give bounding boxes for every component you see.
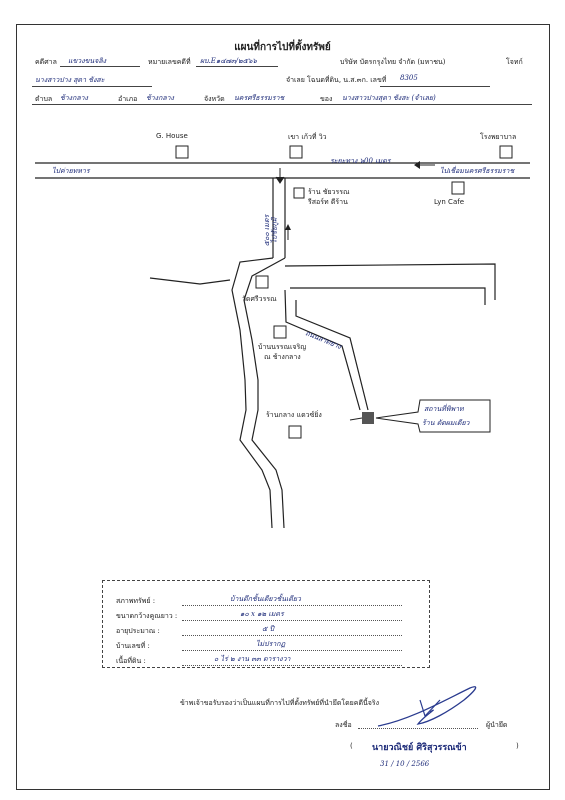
status-value: บ้านตึกชั้นเดียวชั้นเดียว (230, 595, 301, 603)
area-line (182, 665, 402, 666)
plaintiff-name: บริษัท บัตรกรุงไทย จำกัด (มหาชน) (340, 58, 446, 66)
cafe-marker (451, 181, 465, 195)
court-underline (60, 66, 140, 67)
paren-open: ( (350, 742, 353, 750)
status-label: สภาพทรัพย์ : (116, 597, 156, 605)
size-value: ๑๐ x ๑๒ เมตร (240, 610, 284, 618)
owner-value: นางสาวปางสุดา ชังสะ (จำเลย) (342, 94, 436, 102)
seize-label: ผู้นำยึด (486, 721, 508, 729)
age-value: ๕ ปี (262, 625, 274, 633)
size-label: ขนาดกว้างคูณยาว : (116, 612, 178, 620)
temple-marker (255, 275, 269, 289)
callout-box (375, 399, 491, 433)
market-marker (288, 425, 302, 439)
main-road-label: ไปค่ายทหาร (52, 167, 90, 175)
court-value: แขวงขนจลิง (68, 57, 107, 65)
tambon-value: ช้างกลาง (60, 94, 88, 102)
page-title: แผนที่การไปที่ตั้งทรัพย์ (234, 42, 331, 53)
province-label: จังหวัด (204, 95, 225, 103)
tambon-label: ตำบล (35, 95, 53, 103)
distance-label: ระยะทาง ๖00 เมตร (330, 157, 391, 165)
cafe-label: Lyn Cafe (434, 198, 465, 206)
status-line (182, 605, 402, 606)
shop-marker (293, 187, 305, 199)
defendant-value: นางสาวปาง สุดา ชังสะ (35, 76, 105, 84)
soi-edge-2 (295, 300, 369, 411)
west-spur (149, 277, 231, 285)
amphoe-label: อำเภอ (118, 95, 138, 103)
age-line (182, 635, 402, 636)
house-no-label: บ้านเลขที่ : (116, 642, 150, 650)
house-owner-label-2: ณ ช้างกลาง (264, 353, 301, 361)
shop-label: ร้าน ชัยวรรณ (308, 188, 350, 196)
hospital-marker (499, 145, 513, 159)
house-owner-marker (273, 325, 287, 339)
deed-label: จำเลย โฉนดที่ดิน, น.ส.๓ก. เลขที่ (286, 76, 387, 84)
market-label: ร้านกลาง แดวซ์ยิ่ง (266, 411, 322, 419)
case-underline (196, 66, 278, 67)
area-value: ๐ ไร่ ๒ งาน ๓๓ ตารางวา (214, 655, 291, 663)
to-nakhon-label: ไปเชื่อมนครศรีธรรมราช (440, 167, 515, 175)
shop2-label: รีสอร์ท ดีร้าน (308, 198, 348, 206)
g-house-marker (175, 145, 189, 159)
property-details-box (102, 580, 430, 668)
target-label-2: ร้าน ตัดผมเดียว (422, 419, 470, 427)
header-bottom-line (32, 104, 532, 105)
case-value: ผบ.E๑๔๗๓/๒๕๖๖ (200, 57, 257, 65)
province-value: นครศรีธรรมราช (234, 94, 285, 102)
house-no-value: ไม่ปรากฏ (256, 640, 286, 648)
area-label: เนื้อที่ดิน : (116, 657, 146, 665)
defendant-underline (32, 86, 152, 87)
deed-underline (380, 86, 490, 87)
deed-value: 8305 (400, 74, 418, 82)
temple-label: วัดศรีวรรณ (242, 295, 277, 303)
size-line (182, 620, 402, 621)
signer-name: นายวณิชย์ ศิริสุวรรณข้า (372, 743, 467, 753)
house-owner-label: บ้านนรรณเจริญ (258, 343, 307, 351)
soi-edge-1 (284, 289, 361, 411)
arrow-property (349, 417, 363, 421)
target-label-1: สถานที่พิพาท (424, 405, 464, 413)
property-marker (362, 412, 374, 424)
court-label: คดีศาล (35, 58, 57, 66)
document-border (16, 24, 550, 790)
age-label: อายุประมาณ : (116, 627, 160, 635)
sign-label: ลงชื่อ (335, 721, 352, 729)
paren-close: ) (516, 742, 519, 750)
sign-line (358, 728, 478, 729)
east-road-top (284, 263, 496, 300)
plaintiff-label: โจทก์ (506, 58, 523, 66)
west-road-edge-2 (243, 257, 286, 529)
certify-text: ข้าพเจ้าขอรับรองว่าเป็นแผนที่การไปที่ตั้… (180, 699, 380, 707)
owner-label: ของ (320, 95, 333, 103)
house-no-line (182, 650, 402, 651)
west-road-edge-1 (231, 257, 274, 529)
east-road-bottom (290, 287, 486, 305)
view-label: เขา เก้วที่ วิว (288, 133, 327, 141)
case-label: หมายเลขคดีที่ (148, 58, 191, 66)
view-marker (289, 145, 303, 159)
amphoe-value: ช้างกลาง (146, 94, 174, 102)
g-house-label: G. House (156, 132, 188, 140)
sign-date: 31 / 10 / 2566 (380, 760, 430, 768)
hospital-label: โรงพยาบาล (480, 133, 517, 141)
